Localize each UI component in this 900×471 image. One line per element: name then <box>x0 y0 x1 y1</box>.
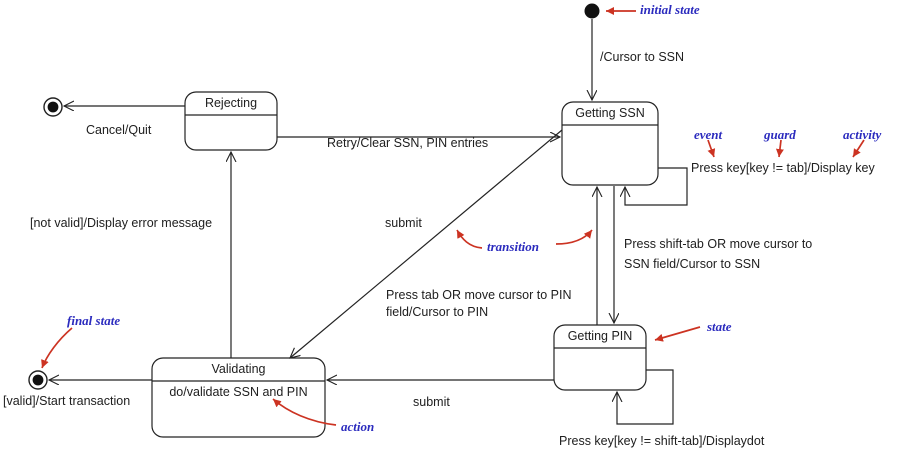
annotation-arrow-activity <box>852 139 865 158</box>
transition-label-cancel-quit: Cancel/Quit <box>86 123 152 137</box>
state-validating-title: Validating <box>211 362 266 376</box>
annotation-arrow-event <box>707 139 716 158</box>
transition-getting-ssn-to-validating <box>290 129 563 358</box>
annotation-arrow-guard <box>775 139 784 158</box>
transition-label-getting-pin-self: Press key[key != shift-tab]/Displaydot <box>559 434 765 448</box>
annotation-state: state <box>707 319 732 334</box>
annotation-arrow-transition-left <box>456 229 483 249</box>
transition-label-tab-to-pin-line2: field/Cursor to PIN <box>386 305 489 319</box>
transition-label-submit-pin: submit <box>413 395 450 409</box>
transition-label-shifttab-to-ssn-line2: SSN field/Cursor to SSN <box>624 257 761 271</box>
annotation-arrow-final-state <box>41 327 73 369</box>
annotation-initial-state: initial state <box>640 2 700 17</box>
transition-label-tab-to-pin-line1: Press tab OR move cursor to PIN <box>386 288 572 302</box>
transition-label-shifttab-to-ssn-line1: Press shift-tab OR move cursor to <box>624 237 813 251</box>
state-getting-pin[interactable] <box>553 324 647 391</box>
transition-label-initial-action: /Cursor to SSN <box>600 50 685 64</box>
state-getting-ssn[interactable] <box>561 101 659 186</box>
transition-label-submit-ssn: submit <box>385 216 422 230</box>
pseudostate-final-valid <box>28 370 48 390</box>
transition-label-valid-start: [valid]/Start transaction <box>3 394 131 408</box>
transition-label-getting-ssn-self: Press key[key != tab]/Display key <box>691 161 875 175</box>
transition-label-not-valid: [not valid]/Display error message <box>30 216 213 230</box>
annotation-final-state: final state <box>67 313 121 328</box>
annotation-guard: guard <box>764 127 796 142</box>
transition-getting-pin-self <box>617 369 674 425</box>
state-validating[interactable] <box>151 357 326 438</box>
annotation-arrow-transition-right <box>555 229 593 245</box>
transition-label-retry: Retry/Clear SSN, PIN entries <box>327 136 489 150</box>
state-getting-ssn-title: Getting SSN <box>575 106 645 120</box>
annotation-event: event <box>694 127 723 142</box>
annotation-arrow-state <box>654 326 701 342</box>
annotation-transition: transition <box>487 239 540 254</box>
state-rejecting[interactable] <box>184 91 278 151</box>
state-getting-pin-title: Getting PIN <box>567 329 633 343</box>
annotation-action: action <box>341 419 375 434</box>
annotation-arrow-action <box>272 398 337 426</box>
state-validating-activity: do/validate SSN and PIN <box>169 385 308 399</box>
pseudostate-initial <box>584 3 600 19</box>
annotation-arrows <box>41 7 865 426</box>
transition-getting-ssn-self <box>625 167 688 206</box>
annotation-activity: activity <box>843 127 882 142</box>
state-rejecting-title: Rejecting <box>204 96 258 110</box>
pseudostate-final-cancel <box>43 97 63 117</box>
